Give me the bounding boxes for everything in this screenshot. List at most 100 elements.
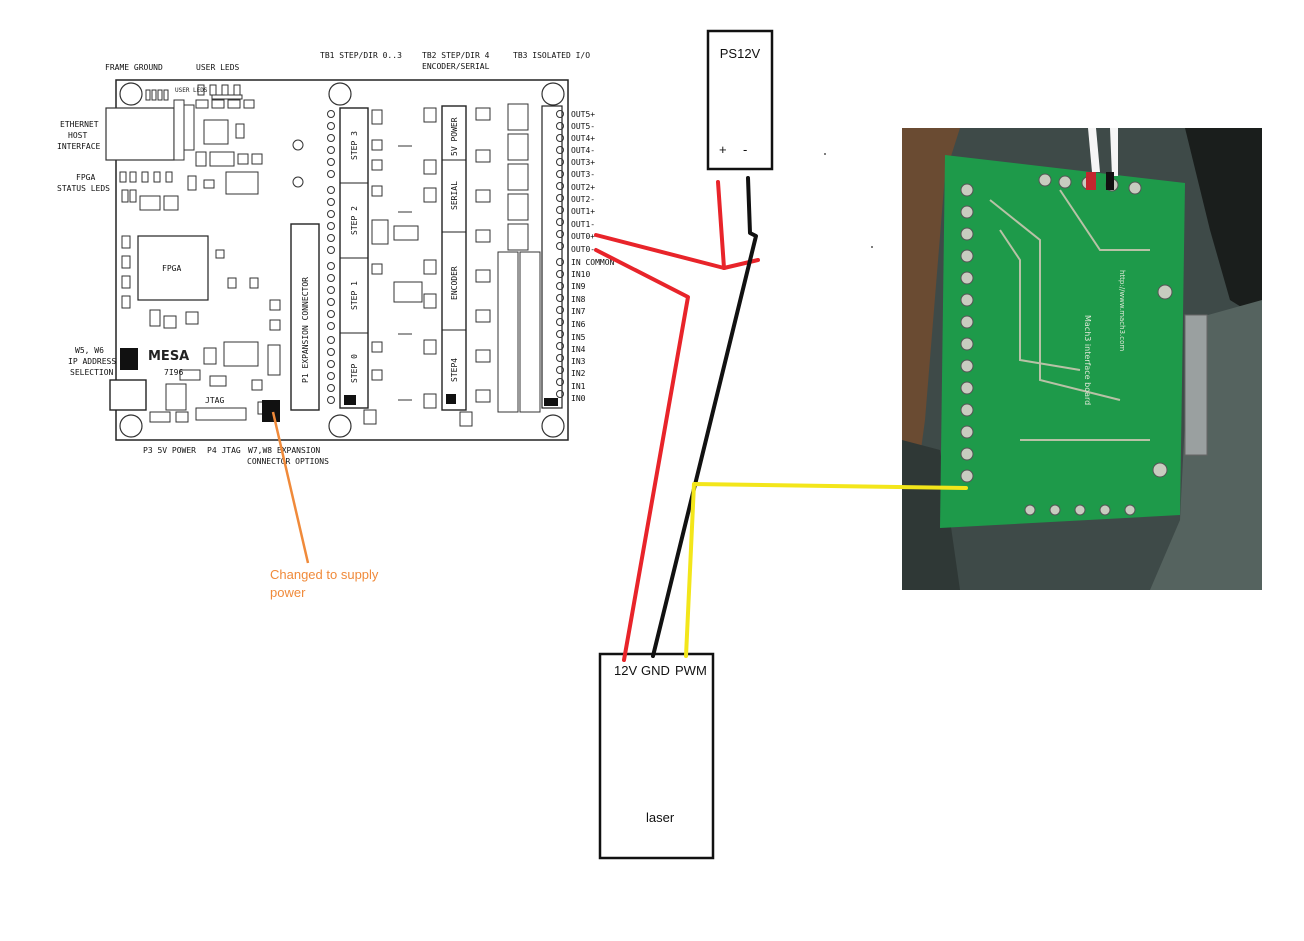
tb2-block-label: STEP4 [450, 358, 459, 382]
stray-dot [871, 246, 873, 248]
power-supply-minus: - [743, 142, 747, 157]
io-pin-label: OUT1+ [571, 207, 595, 216]
mounting-hole [328, 414, 352, 438]
db25-connector [1184, 314, 1208, 456]
laser-pin-gnd: GND [641, 663, 670, 678]
w7-w8-jumpers [262, 400, 280, 422]
power-supply-plus: + [719, 142, 727, 157]
pcb-name-text: Mach3 interface board [1083, 315, 1092, 405]
fpga-chip [137, 235, 209, 301]
ethernet-label-3: INTERFACE [57, 142, 101, 151]
p3-power-connector [109, 379, 147, 411]
laser-pin-12v: 12V [614, 663, 637, 678]
io-pin-label: IN8 [571, 295, 586, 304]
ethernet-label-2: HOST [68, 131, 87, 140]
io-pin-label: IN0 [571, 394, 586, 403]
model-label: 7I96 [164, 368, 183, 377]
w7w8-label-1: W7,W8 EXPANSION [248, 446, 320, 455]
power-supply-box: PS12V + - [706, 29, 774, 171]
io-pin-label: OUT4- [571, 146, 595, 155]
laser-label: laser [646, 810, 675, 825]
wire-pwm [684, 482, 968, 658]
pcb-traces [989, 189, 1150, 441]
io-pin-label: OUT3+ [571, 158, 595, 167]
ethernet-label-1: ETHERNET [60, 120, 99, 129]
fpga-leds-label-1: FPGA [76, 173, 95, 182]
power-supply-label: PS12V [720, 46, 761, 61]
tb2-label-line1: TB2 STEP/DIR 4 [422, 51, 490, 60]
mesa-7i96-board: FRAME GROUND USER LEDS TB1 STEP/DIR 0..3… [57, 51, 615, 466]
mounting-hole [119, 414, 143, 438]
p4-label: P4 JTAG [207, 446, 241, 455]
misc-components [119, 84, 304, 423]
w5w6-label-2: IP ADDRESS [68, 357, 116, 366]
mesa-logo: MESA [148, 349, 189, 364]
io-pin-label: OUT4+ [571, 134, 595, 143]
mounting-hole [541, 82, 565, 106]
w5w6-label-1: W5, W6 [75, 346, 104, 355]
user-leds-block: USER LEDS [145, 87, 208, 101]
io-pin-label: IN1 [571, 382, 586, 391]
wire-12v [594, 180, 760, 662]
laser-box: 12V GND PWM laser [598, 652, 715, 860]
w5-w6-jumpers [120, 348, 138, 370]
step-block-label: STEP 2 [350, 206, 359, 235]
tb2-label-line2: ENCODER/SERIAL [422, 62, 490, 71]
io-pin-label: OUT2- [571, 195, 595, 204]
mounting-hole [541, 414, 565, 438]
tb3-terminal-block [541, 105, 563, 409]
mounting-hole [119, 82, 143, 106]
io-pin-label: OUT0- [571, 245, 595, 254]
tb1-terminal-block: STEP 3 STEP 2 STEP 1 STEP 0 [339, 107, 369, 409]
ethernet-jack-edge [173, 99, 185, 161]
interface-board-photo: http://www.mach3.com Mach3 interface boa… [902, 128, 1262, 590]
io-pin-label: IN5 [571, 333, 586, 342]
wire-gnd [651, 176, 758, 658]
io-pin-label: IN4 [571, 345, 586, 354]
pcb-board [940, 155, 1185, 528]
pcb-url-text: http://www.mach3.com [1118, 270, 1126, 351]
annotation-line-2: power [270, 585, 306, 600]
tb2-terminal-block: 5V POWER SERIAL ENCODER STEP4 [441, 105, 473, 427]
jtag-header [195, 407, 247, 421]
tb1-label: TB1 STEP/DIR 0..3 [320, 51, 402, 60]
mounting-hole [328, 82, 352, 106]
io-pin-label: OUT0+ [571, 232, 595, 241]
p3-header [165, 383, 187, 411]
io-pin-label: OUT5- [571, 122, 595, 131]
io-pin-label: OUT1- [571, 220, 595, 229]
annotation-line-1: Changed to supply [270, 567, 379, 582]
io-pin-label: IN3 [571, 357, 586, 366]
w7w8-label-2: CONNECTOR OPTIONS [247, 457, 329, 466]
io-pin-labels: OUT5+ OUT5- OUT4+ OUT4- OUT3+ OUT3- OUT2… [571, 110, 615, 403]
jtag-label: JTAG [205, 396, 224, 405]
io-pin-label: OUT5+ [571, 110, 595, 119]
fpga-chip-label: FPGA [162, 264, 181, 273]
io-components [475, 103, 541, 413]
io-pin-label: IN6 [571, 320, 586, 329]
step-block-label: STEP 0 [350, 354, 359, 383]
tb1-pin-circles [327, 110, 335, 404]
laser-pin-pwm: PWM [675, 663, 707, 678]
fpga-leds-label-2: STATUS LEDS [57, 184, 110, 193]
io-pin-label: OUT2+ [571, 183, 595, 192]
step-block-label: STEP 3 [350, 131, 359, 160]
annotation-arrow [271, 411, 310, 564]
tb2-block-label: 5V POWER [450, 117, 459, 156]
middle-components [363, 107, 437, 425]
stray-dot [824, 153, 826, 155]
tb3-pin-circles [556, 110, 564, 398]
tb2-block-label: SERIAL [450, 181, 459, 210]
tb2-block-label: ENCODER [450, 266, 459, 300]
io-pin-label: OUT3- [571, 170, 595, 179]
user-leds-small-label: USER LEDS [175, 87, 208, 94]
io-pin-label: IN9 [571, 282, 586, 291]
step-block-label: STEP 1 [350, 281, 359, 310]
ethernet-jack [105, 107, 175, 161]
tb3-label: TB3 ISOLATED I/O [513, 51, 590, 60]
frame-ground-label: FRAME GROUND [105, 63, 163, 72]
p3-label: P3 5V POWER [143, 446, 196, 455]
user-leds-label: USER LEDS [196, 63, 240, 72]
w5w6-label-3: SELECTION [70, 368, 114, 377]
